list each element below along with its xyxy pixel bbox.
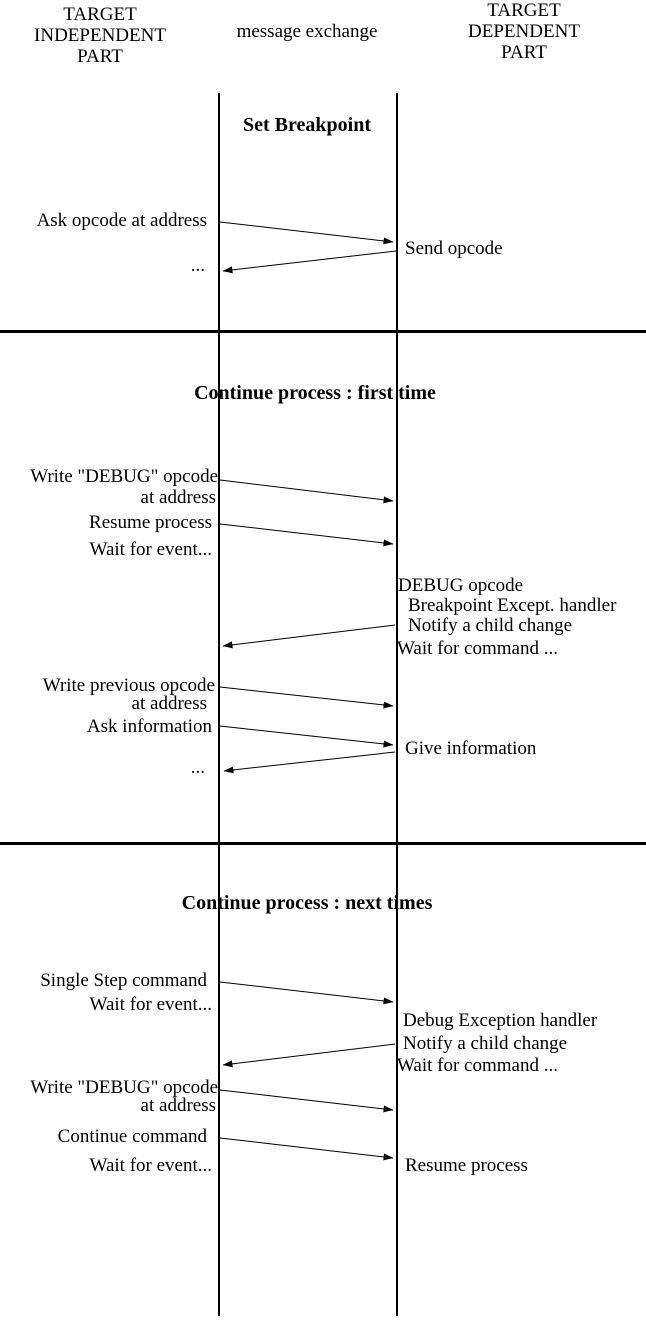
section-title-continue-next: Continue process : next times xyxy=(181,892,433,914)
message-arrow xyxy=(219,1137,394,1161)
message-label: Resume process xyxy=(405,1155,528,1176)
header-line: DEPENDENT xyxy=(468,21,580,42)
message-label: Wait for event... xyxy=(89,994,212,1015)
message-label: Ask opcode at address xyxy=(36,210,207,231)
message-label: Continue command xyxy=(57,1126,207,1147)
message-label: Wait for command ... xyxy=(397,638,558,659)
message-label: Send opcode xyxy=(405,238,503,259)
header-line: TARGET xyxy=(487,0,561,21)
message-label: ... xyxy=(190,757,205,778)
message-label: Notify a child change xyxy=(408,615,573,636)
message-label: Resume process xyxy=(89,512,212,533)
header-line: INDEPENDENT xyxy=(34,25,166,46)
message-label: DEBUG opcode xyxy=(398,575,524,596)
column-header-target-independent: TARGET INDEPENDENT PART xyxy=(10,4,190,67)
message-label: Single Step command xyxy=(40,970,207,991)
message-arrow xyxy=(223,751,396,774)
message-label: Wait for command ... xyxy=(397,1055,558,1076)
message-label: Debug Exception handler xyxy=(403,1010,598,1031)
section-title-set-breakpoint: Set Breakpoint xyxy=(243,114,371,136)
message-arrow xyxy=(219,981,394,1005)
header-line: PART xyxy=(501,42,547,63)
message-label: Breakpoint Except. handler xyxy=(408,595,617,616)
message-arrow xyxy=(222,1043,396,1068)
header-line: PART xyxy=(77,46,123,67)
message-arrow xyxy=(219,686,394,709)
section-title-continue-first: Continue process : first time xyxy=(194,382,436,404)
message-label: at address xyxy=(140,487,216,508)
message-label: Write previous opcode xyxy=(42,675,215,696)
header-line: TARGET xyxy=(63,4,137,25)
message-arrow xyxy=(222,250,397,274)
message-label: Wait for event... xyxy=(89,539,212,560)
message-label: at address xyxy=(140,1095,216,1116)
message-label: Wait for event... xyxy=(89,1155,212,1176)
message-label: Write "DEBUG" opcode xyxy=(30,1077,218,1098)
message-label: at address xyxy=(131,693,207,714)
message-arrow xyxy=(219,221,394,245)
message-arrow xyxy=(219,725,394,748)
message-arrow xyxy=(219,1089,394,1113)
message-arrow xyxy=(219,479,394,504)
column-header-target-dependent: TARGET DEPENDENT PART xyxy=(434,0,614,63)
message-label: Give information xyxy=(405,738,537,759)
message-arrow xyxy=(219,523,394,547)
message-label: Ask information xyxy=(86,716,212,737)
message-label: Write "DEBUG" opcode xyxy=(30,466,218,487)
message-label: Notify a child change xyxy=(403,1033,568,1054)
column-header-message-exchange: message exchange xyxy=(236,21,378,42)
message-label: ... xyxy=(190,255,205,276)
message-arrow xyxy=(222,624,396,649)
